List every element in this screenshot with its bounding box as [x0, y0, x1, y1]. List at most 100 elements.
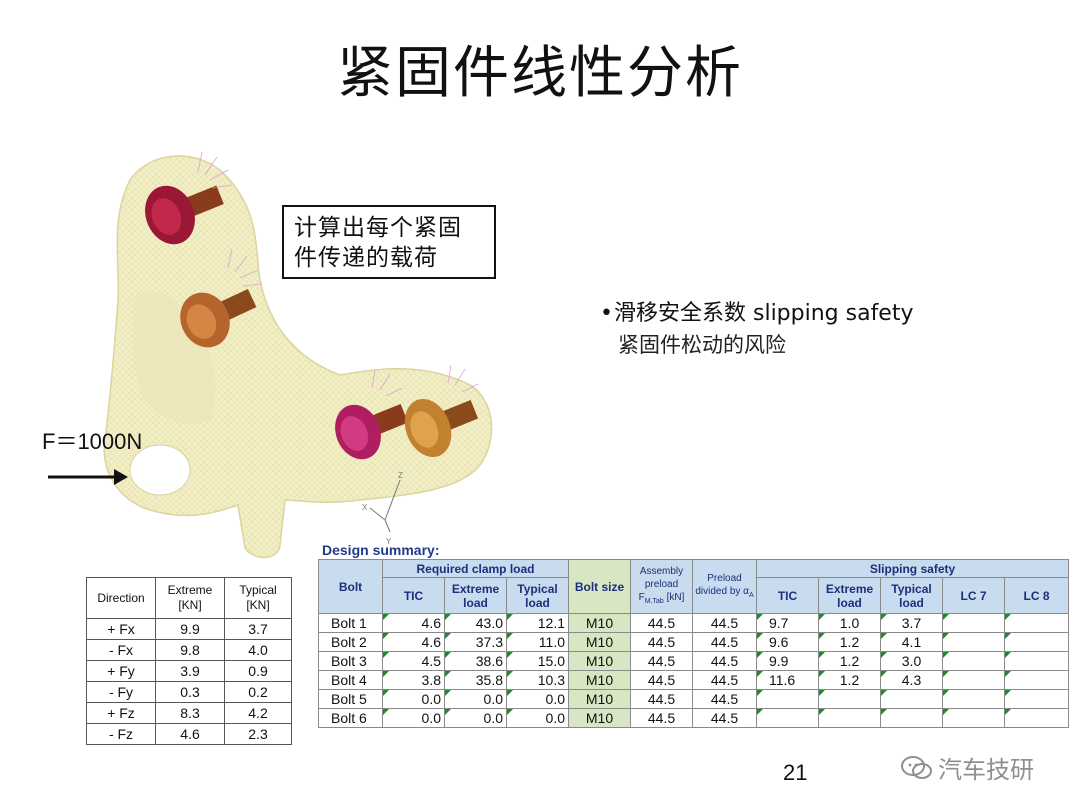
- summary-cell-s-tic: 9.6: [756, 632, 819, 652]
- bullet-dot: •: [600, 301, 613, 326]
- bullet-sub-text: 紧固件松动的风险: [618, 333, 786, 357]
- summary-cell-bolt: Bolt 3: [318, 651, 383, 671]
- axis-triad: [369, 479, 401, 533]
- load-direction: + Fz: [86, 702, 156, 724]
- summary-cell-s-tic: [756, 708, 819, 728]
- axis-label-x: X: [362, 503, 368, 512]
- load-extreme: 3.9: [155, 660, 225, 682]
- summary-cell-size: M10: [568, 651, 631, 671]
- callout-box: 计算出每个紧固 件传递的载荷: [282, 205, 496, 279]
- header-clamp-typical: Typical load: [506, 577, 569, 614]
- axis-label-y: Y: [386, 537, 392, 546]
- load-extreme: 9.8: [155, 639, 225, 661]
- force-label: F＝1000N: [42, 429, 143, 454]
- bullet-main-text: 滑移安全系数 slipping safety: [614, 301, 914, 326]
- header-slip-tic: TIC: [756, 577, 819, 614]
- summary-cell-typical: 11.0: [506, 632, 569, 652]
- summary-cell-typical: 0.0: [506, 689, 569, 709]
- summary-cell-tic: 3.8: [382, 670, 445, 690]
- load-typical: 4.2: [224, 702, 292, 724]
- header-slipping-safety: Slipping safety: [756, 559, 1069, 578]
- load-direction: - Fx: [86, 639, 156, 661]
- load-header-typical: Typical [KN]: [224, 577, 292, 619]
- bracket-fe-model-image: Z X Y: [48, 151, 493, 559]
- summary-cell-typical: 0.0: [506, 708, 569, 728]
- summary-cell-assembly: 44.5: [630, 689, 693, 709]
- summary-cell-preload: 44.5: [692, 670, 757, 690]
- force-arrow: [48, 469, 128, 485]
- summary-cell-tic: 4.5: [382, 651, 445, 671]
- load-typical: 0.2: [224, 681, 292, 703]
- summary-cell-typical: 15.0: [506, 651, 569, 671]
- load-direction: - Fz: [86, 723, 156, 745]
- summary-cell-lc8: [1004, 708, 1069, 728]
- summary-cell-preload: 44.5: [692, 632, 757, 652]
- load-extreme: 4.6: [155, 723, 225, 745]
- summary-cell-lc8: [1004, 613, 1069, 633]
- header-assembly-preload-unit: [kN]: [666, 592, 685, 603]
- design-summary: Design summary: Bolt Required clamp load…: [318, 541, 1069, 728]
- summary-cell-extreme: 35.8: [444, 670, 507, 690]
- summary-cell-tic: 4.6: [382, 632, 445, 652]
- load-header-extreme: Extreme [KN]: [155, 577, 225, 619]
- bolt-orange: [180, 288, 257, 348]
- summary-cell-typical: 12.1: [506, 613, 569, 633]
- summary-cell-tic: 0.0: [382, 708, 445, 728]
- summary-cell-bolt: Bolt 6: [318, 708, 383, 728]
- summary-cell-lc7: [942, 708, 1005, 728]
- load-header-extreme-label: Extreme [KN]: [167, 583, 213, 612]
- bolt-magenta: [335, 403, 409, 460]
- header-lc8: LC 8: [1004, 577, 1069, 614]
- wechat-icon: [901, 755, 932, 779]
- load-table: Direction Extreme [KN] Typical [KN] + Fx…: [86, 577, 292, 745]
- summary-cell-s-typical: 3.7: [880, 613, 943, 633]
- header-clamp-extreme: Extreme load: [444, 577, 507, 614]
- header-bolt-size: Bolt size: [568, 559, 631, 614]
- bolt-amber: [404, 398, 479, 458]
- summary-cell-assembly: 44.5: [630, 708, 693, 728]
- load-typical: 4.0: [224, 639, 292, 661]
- summary-cell-assembly: 44.5: [630, 613, 693, 633]
- summary-cell-extreme: 43.0: [444, 613, 507, 633]
- summary-cell-preload: 44.5: [692, 613, 757, 633]
- page-number: 21: [783, 760, 808, 785]
- header-assembly-preload: Assembly preload FM,Tab [kN]: [630, 559, 693, 614]
- summary-cell-s-tic: 9.9: [756, 651, 819, 671]
- header-clamp-tic: TIC: [382, 577, 445, 614]
- load-header-typical-label: Typical [KN]: [239, 583, 277, 612]
- summary-cell-size: M10: [568, 613, 631, 633]
- axis-label-z: Z: [398, 471, 403, 480]
- design-summary-table: Bolt Required clamp load Bolt size Assem…: [318, 559, 1069, 728]
- summary-cell-lc8: [1004, 670, 1069, 690]
- load-extreme: 0.3: [155, 681, 225, 703]
- load-direction: - Fy: [86, 681, 156, 703]
- summary-cell-s-tic: 11.6: [756, 670, 819, 690]
- summary-cell-extreme: 0.0: [444, 708, 507, 728]
- mounting-hole: [129, 444, 191, 496]
- slipping-safety-bullet: •滑移安全系数 slipping safety 紧固件松动的风险: [600, 295, 914, 359]
- summary-cell-lc7: [942, 613, 1005, 633]
- summary-cell-lc7: [942, 651, 1005, 671]
- summary-cell-tic: 0.0: [382, 689, 445, 709]
- summary-cell-assembly: 44.5: [630, 632, 693, 652]
- header-assembly-preload-subscript: M,Tab: [644, 598, 664, 605]
- summary-cell-s-typical: 3.0: [880, 651, 943, 671]
- summary-cell-preload: 44.5: [692, 708, 757, 728]
- header-slip-extreme: Extreme load: [818, 577, 881, 614]
- summary-cell-extreme: 37.3: [444, 632, 507, 652]
- summary-cell-s-extreme: 1.0: [818, 613, 881, 633]
- summary-cell-s-typical: 4.1: [880, 632, 943, 652]
- summary-cell-preload: 44.5: [692, 651, 757, 671]
- load-header-direction: Direction: [86, 577, 156, 619]
- summary-cell-lc7: [942, 689, 1005, 709]
